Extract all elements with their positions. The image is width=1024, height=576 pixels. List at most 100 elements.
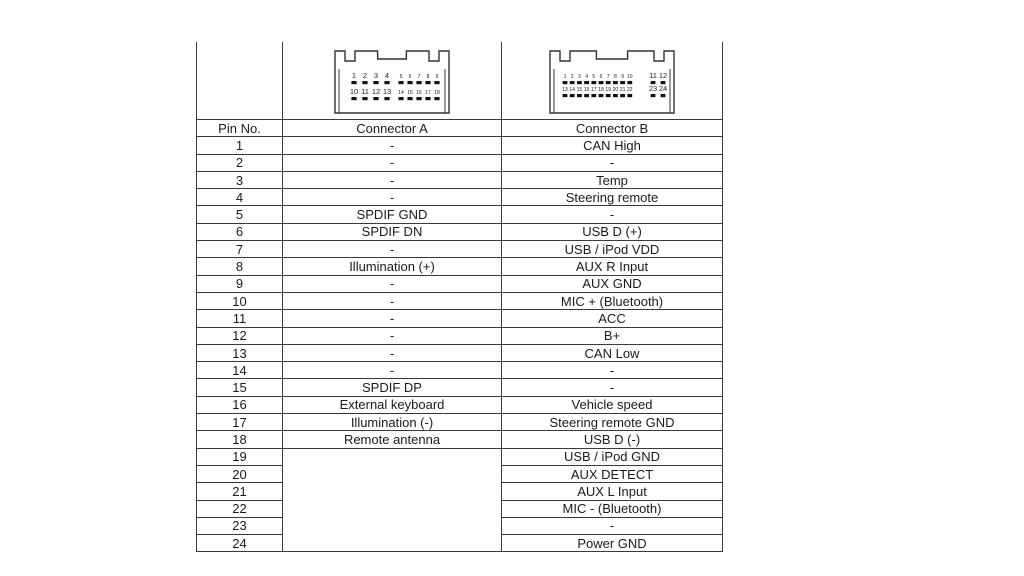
table-row: 4-Steering remote: [196, 188, 723, 207]
connector-b-bottom-label: 16: [584, 87, 590, 93]
connector-b-value: USB / iPod GND: [501, 447, 723, 466]
table-row: 10-MIC + (Bluetooth): [196, 291, 723, 311]
connector-a-bottom-label: 14: [398, 90, 404, 96]
pin-number: 15: [196, 378, 283, 397]
connector-a-top-pin: [398, 80, 404, 84]
connector-a-value: -: [282, 309, 502, 328]
connector-b-bottom-pin: [577, 93, 582, 97]
connector-a-top-label: 5: [400, 74, 403, 80]
connector-a-bottom-pin: [425, 96, 431, 100]
connector-b-bottom-label: 23: [649, 84, 657, 93]
connector-a-value: -: [282, 170, 502, 190]
connector-b-top-pin: [605, 80, 611, 84]
connector-b-value: -: [501, 153, 723, 172]
connector-a-bottom-pin: [373, 96, 379, 100]
connector-b-top-label: 10: [627, 74, 633, 80]
connector-a-value: -: [282, 343, 502, 363]
connector-b-value: -: [501, 361, 723, 380]
pin-number: 13: [196, 343, 283, 363]
connector-a-value: Illumination (+): [282, 257, 502, 276]
connector-b-value: AUX GND: [501, 274, 723, 293]
connector-a-value: -: [282, 136, 502, 155]
connector-a-empty-cell: [282, 447, 502, 553]
connector-b-bottom-pin: [584, 93, 589, 97]
table-row: 1-CAN High: [196, 136, 723, 155]
connector-a-value: SPDIF GND: [282, 205, 502, 224]
table-row: 2--: [196, 153, 723, 172]
connector-a-bottom-pin: [384, 96, 390, 100]
connector-a-value: -: [282, 153, 502, 172]
connector-a-top-label: 8: [427, 74, 430, 80]
pin-number: 3: [196, 170, 283, 190]
pin-number: 23: [196, 516, 283, 536]
connector-a-value: -: [282, 274, 502, 293]
connector-b-bottom-label: 13: [562, 87, 568, 93]
connector-b-bottom-label: 19: [605, 87, 611, 93]
connector-b-bottom-pin: [613, 93, 618, 97]
pin-number: 22: [196, 499, 283, 518]
pin-number: 16: [196, 395, 283, 415]
connector-b-top-pin: [620, 80, 625, 84]
connector-b-value: USB D (+): [501, 222, 723, 242]
connector-a-bottom-label: 18: [434, 90, 440, 96]
pin-number: 9: [196, 274, 283, 293]
connector-b-top-label: 2: [571, 74, 574, 80]
pin-number: 12: [196, 326, 283, 345]
table-row: 12-B+: [196, 326, 723, 345]
table-row: 9-AUX GND: [196, 274, 723, 293]
header-connector-b: Connector B: [501, 118, 723, 138]
pin-number: 18: [196, 430, 283, 449]
table-row: 19 USB / iPod GND: [196, 447, 723, 553]
connector-b-bottom-pin: [598, 93, 604, 97]
connector-b-bottom-pin: [650, 93, 656, 97]
connector-b-value: Power GND: [501, 534, 723, 553]
table-row: 11-ACC: [196, 309, 723, 328]
connector-b-top-label: 1: [564, 74, 567, 80]
pin-number: 5: [196, 205, 283, 224]
connector-a-bottom-label: 17: [425, 90, 431, 96]
connector-a-bottom-label: 15: [407, 90, 413, 96]
pin-number: 2: [196, 153, 283, 172]
connector-a-top-label: 3: [374, 71, 378, 80]
pin-number: 24: [196, 534, 283, 553]
connector-a-top-label: 4: [385, 71, 389, 80]
connector-b-top-pin: [562, 80, 568, 84]
pin-number: 17: [196, 413, 283, 432]
connector-a-top-label: 1: [352, 71, 356, 80]
table-row: 3-Temp: [196, 170, 723, 190]
connector-a-top-pin: [407, 80, 413, 84]
connector-b-value: USB D (-): [501, 430, 723, 449]
connector-a-bottom-label: 13: [383, 87, 391, 96]
connector-a-bottom-pin: [434, 96, 440, 100]
connector-a-top-label: 9: [436, 74, 439, 80]
pin-number: 10: [196, 291, 283, 311]
connector-a-top-pin: [351, 80, 357, 84]
connector-b-value: B+: [501, 326, 723, 345]
connector-a-bottom-pin: [351, 96, 357, 100]
pin-number: 11: [196, 309, 283, 328]
pin-number: 19: [196, 447, 283, 466]
connector-a-bottom-pin: [416, 96, 422, 100]
connector-b-housing: [549, 49, 675, 114]
pin-number: 21: [196, 482, 283, 501]
connector-b-top-label: 12: [659, 71, 667, 80]
connector-b-bottom-pin: [620, 93, 625, 97]
connector-b-bottom-label: 21: [620, 87, 626, 93]
pin-number: 4: [196, 188, 283, 207]
connector-b-top-pin: [591, 80, 597, 84]
connector-a-top-pin: [362, 80, 368, 84]
connector-a-top-label: 2: [363, 71, 367, 80]
connector-a-value: -: [282, 291, 502, 311]
connector-a-value: SPDIF DN: [282, 222, 502, 242]
header-pin-no: Pin No.: [196, 118, 283, 138]
